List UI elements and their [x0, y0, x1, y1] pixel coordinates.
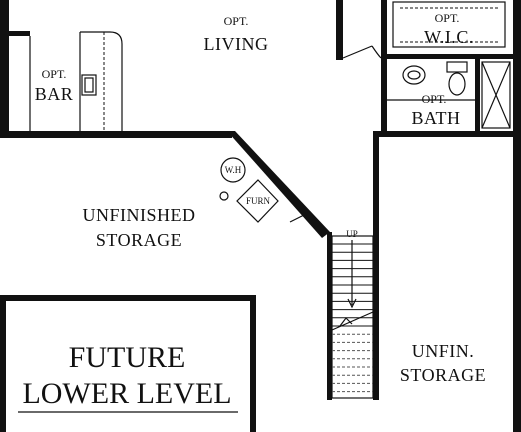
living-door [342, 45, 382, 59]
bar-counter [29, 31, 123, 131]
unfin-storage-line1: UNFIN. [412, 341, 475, 361]
unfinished-storage-line2: STORAGE [96, 230, 182, 250]
wall-stub-top-left [0, 31, 30, 36]
bath-name: BATH [411, 108, 460, 128]
wall-future-top [0, 295, 256, 301]
wall-future-right [250, 295, 256, 432]
bar-name: BAR [35, 84, 74, 104]
room-label-bar: OPT. BAR [35, 67, 74, 104]
bath-fixtures [387, 61, 511, 129]
stairs-up-label: UP [346, 229, 358, 239]
unfinished-storage-line1: UNFINISHED [83, 205, 196, 225]
wall-mid-horizontal [0, 131, 232, 138]
wall-wic-bottom [381, 54, 515, 59]
wall-unfin-top [373, 131, 521, 137]
floor-drain-icon [219, 191, 229, 201]
wall-left-lower [0, 295, 6, 432]
living-prefix: OPT. [224, 14, 249, 28]
wall-shower [475, 54, 480, 136]
wall-living-right [336, 0, 343, 60]
water-heater: W.H [220, 157, 246, 183]
shower-icon [481, 61, 511, 129]
room-label-wic: OPT. W.I.C. [424, 11, 474, 47]
wall-diagonal [227, 131, 330, 238]
wall-stair-right [373, 133, 379, 400]
bath-prefix: OPT. [422, 92, 447, 106]
wic-interior [392, 1, 506, 48]
wall-right [513, 0, 521, 432]
room-label-future-lower-level: FUTURE LOWER LEVEL [18, 341, 238, 413]
room-label-bath: OPT. BATH [411, 92, 460, 128]
wall-stair-left [327, 232, 332, 400]
wic-prefix: OPT. [435, 11, 460, 25]
toilet-tank-icon [446, 61, 468, 73]
bar-prefix: OPT. [42, 67, 67, 81]
room-label-unfin-storage: UNFIN. STORAGE [400, 341, 486, 385]
furnace-label: FURN [246, 196, 271, 206]
future-line1: FUTURE [69, 341, 186, 374]
future-line2: LOWER LEVEL [22, 377, 231, 410]
storage-door [289, 211, 323, 237]
unfin-storage-line2: STORAGE [400, 365, 486, 385]
wall-left-upper [0, 0, 9, 137]
toilet-bowl-icon [448, 72, 466, 96]
furnace: FURN [236, 179, 279, 223]
living-name: LIVING [204, 34, 269, 54]
water-heater-label: W.H [225, 165, 242, 175]
room-label-living: OPT. LIVING [204, 14, 269, 54]
wic-name: W.I.C. [424, 27, 474, 47]
stairs: UP [331, 229, 374, 399]
wall-bath-left [381, 0, 387, 134]
lavatory-icon [402, 65, 426, 85]
room-label-unfinished-storage: UNFINISHED STORAGE [83, 205, 196, 250]
